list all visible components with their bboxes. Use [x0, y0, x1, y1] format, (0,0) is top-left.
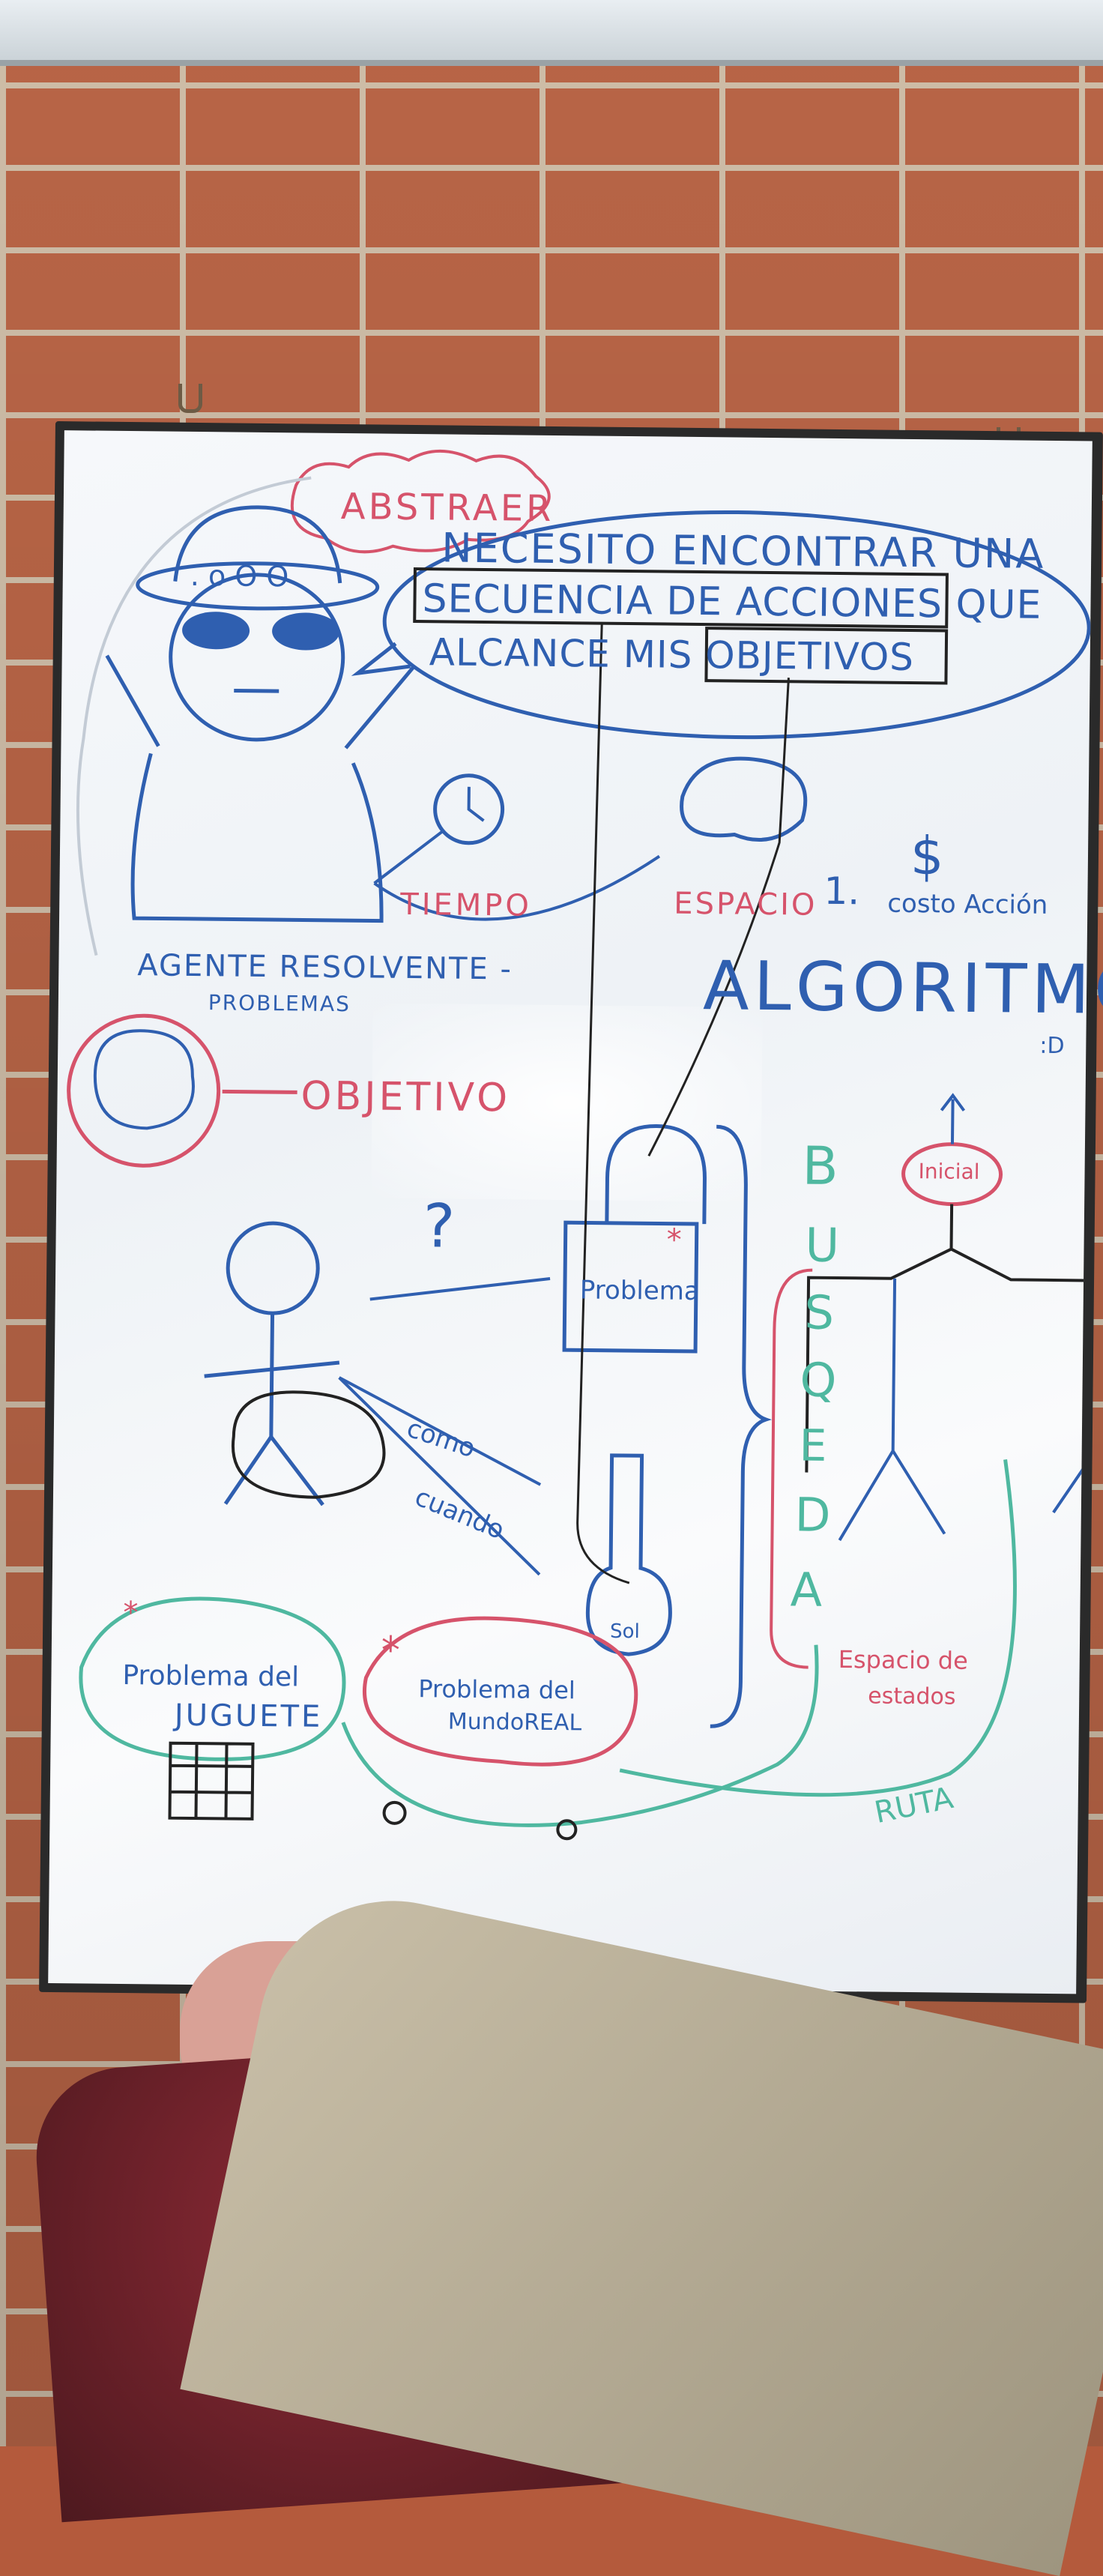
confusion-cloud: [231, 1390, 386, 1499]
objetivos-to-key-line: [576, 623, 630, 1584]
route-arc: [341, 1644, 819, 1827]
objetivo-cloud: [93, 1029, 195, 1130]
busqueda-letter-s: S: [804, 1285, 835, 1340]
key-icon: [585, 1453, 672, 1656]
whiteboard-frame: * * * ABSTRAER . o O O NECESITO ENCONTRA…: [39, 421, 1103, 2003]
whiteboard: * * * ABSTRAER . o O O NECESITO ENCONTRA…: [48, 430, 1103, 1994]
key-label: Sol: [609, 1620, 640, 1644]
agent-hat-top: [173, 505, 342, 584]
marker-drawings: * * *: [67, 449, 1091, 1841]
dollar-sign: $: [910, 824, 944, 887]
padlock-body: [562, 1220, 699, 1354]
question-mark: ?: [423, 1191, 456, 1261]
problema-lock-label: Problema: [579, 1275, 700, 1307]
agent-mouth: [234, 689, 279, 693]
espacio-label: ESPACIO: [674, 886, 818, 923]
thought-dots: . o O O: [190, 558, 289, 594]
espacio-shape: [680, 756, 808, 842]
sad-head: [226, 1221, 320, 1315]
speech-line-3: ALCANCE MIS OBJETIVOS: [429, 630, 915, 680]
objetivo-circle: [67, 1013, 221, 1168]
busqueda-letter-b: B: [802, 1135, 839, 1197]
agente-line-2: PROBLEMAS: [208, 990, 351, 1017]
inicial-label: Inicial: [918, 1159, 980, 1184]
cube-icon: [168, 1741, 255, 1821]
agent-body: [130, 752, 384, 923]
abstraer-cloud: [290, 449, 551, 554]
abstraer-label: ABSTRAER: [340, 485, 554, 530]
busqueda-letter-a: A: [790, 1562, 823, 1617]
busqueda-letter-e: E: [799, 1420, 827, 1471]
busqueda-letter-u: U: [805, 1217, 840, 1273]
arrow-to-tiempo: [373, 830, 444, 885]
objetivos-box: [704, 627, 949, 685]
agente-line-1: AGENTE RESOLVENTE -: [137, 948, 513, 987]
step-number: 1.: [824, 869, 860, 914]
agent-arm-right: [344, 665, 416, 749]
estados-line-2: estados: [868, 1683, 956, 1710]
speech-tail: [351, 642, 411, 676]
estados-brace: [770, 1268, 813, 1669]
speech-line-1: NECESITO ENCONTRAR UNA: [441, 524, 1045, 578]
busqueda-letter-d: D: [794, 1487, 831, 1542]
algoritmo-label: ALGORITMO: [702, 947, 1103, 1031]
left-hook: [178, 384, 202, 413]
left-arc: [76, 476, 312, 956]
objetivo-label: OBJETIVO: [300, 1073, 511, 1121]
mundo-real-line-2: MundoREAL: [447, 1708, 582, 1737]
agent-hat-brim: [136, 561, 380, 611]
speech-bubble: [382, 510, 1091, 740]
speech-line-2: SECUENCIA DE ACCIONES QUE: [422, 576, 1042, 628]
busqueda-letter-q: Q: [800, 1352, 837, 1408]
agent-sunglass-right: [272, 612, 340, 651]
svg-text:*: *: [123, 1596, 138, 1630]
mundo-real-line-1: Problema del: [418, 1674, 576, 1705]
juguete-line-2: JUGUETE: [174, 1698, 323, 1734]
clock-icon: [433, 773, 505, 845]
arrow-to-problema: [369, 1276, 551, 1301]
agent-head: [169, 573, 345, 742]
svg-text:*: *: [666, 1223, 681, 1258]
busqueda-brace: [710, 1124, 772, 1728]
mundo-real-cloud: [363, 1616, 638, 1767]
arc-to-espacio: [373, 854, 661, 921]
juguete-cloud: [79, 1596, 346, 1761]
estados-line-1: Espacio de: [838, 1645, 968, 1675]
smiley-label: :D: [1039, 1032, 1065, 1060]
ceiling-skylight: [0, 0, 1103, 66]
padlock-shackle: [605, 1123, 707, 1225]
svg-text:*: *: [381, 1629, 401, 1672]
juguete-line-1: Problema del: [122, 1660, 300, 1693]
objetivos-to-lock-line: [647, 678, 790, 1157]
costo-label: costo Acción: [887, 888, 1048, 920]
agent-arm-left: [105, 654, 160, 747]
agent-sunglass-left: [182, 612, 250, 650]
tiempo-label: TIEMPO: [400, 887, 533, 923]
secuencia-box: [413, 567, 949, 629]
